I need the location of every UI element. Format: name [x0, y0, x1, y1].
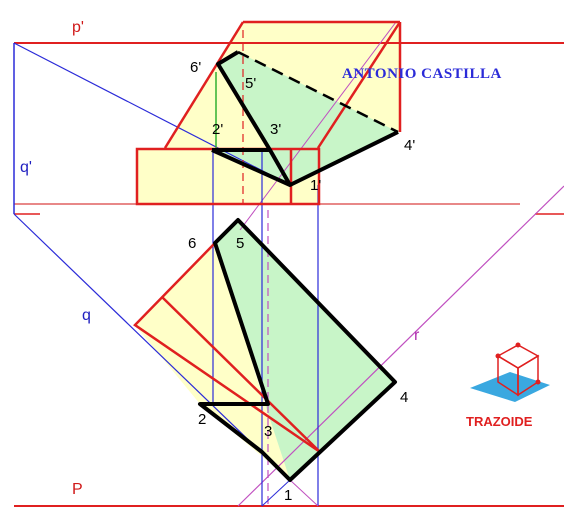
vertex-label-1: 1	[284, 487, 292, 504]
author-credit: ANTONIO CASTILLA	[342, 66, 502, 82]
prism-left-slant	[163, 21, 245, 149]
logo-dot	[495, 353, 501, 359]
trace-r-upper	[239, 21, 397, 231]
label-r: r	[414, 327, 420, 344]
lower-section-fill	[215, 220, 395, 480]
logo-base	[470, 372, 550, 402]
label-q-prime: q'	[20, 159, 32, 176]
trazoide-logo	[495, 342, 541, 397]
label-p-prime: p'	[72, 19, 84, 36]
label-q: q	[82, 307, 91, 324]
red-outlines	[133, 20, 402, 454]
brand-name: TRAZOIDE	[466, 414, 533, 429]
trace-r	[237, 185, 564, 507]
vertex-label-4-prime: 4'	[404, 137, 415, 154]
logo-cube-top	[496, 344, 540, 369]
vertex-label-6: 6	[188, 235, 196, 252]
vertex-label-6-prime: 6'	[190, 59, 201, 76]
vertex-label-2: 2	[198, 411, 206, 428]
vertex-label-1-prime: 1'	[310, 177, 321, 194]
logo-dot	[515, 342, 521, 348]
trace-q-upper	[13, 42, 291, 186]
lower-section-outline	[198, 218, 397, 482]
vertex-label-3-prime: 3'	[270, 121, 281, 138]
vertex-label-4: 4	[400, 389, 408, 406]
line-1-right	[289, 479, 319, 507]
prism-inner-slant	[316, 21, 402, 149]
label-p: P	[72, 481, 83, 498]
section-outlines	[198, 50, 399, 482]
lower-plan-inner	[161, 296, 321, 453]
vertex-label-2-prime: 2'	[212, 121, 223, 138]
upper-section-outline-a	[212, 50, 272, 152]
labels: ANTONIO CASTILLA TRAZOIDE p' q' q r P 6'…	[20, 19, 533, 504]
line-1-left	[261, 479, 291, 507]
lower-plan-outline	[133, 242, 321, 454]
logo-dot	[535, 379, 541, 385]
upper-section-dashed	[237, 50, 399, 134]
vertex-label-5-prime: 5'	[245, 75, 256, 92]
vertex-label-3: 3	[264, 423, 272, 440]
upper-section-3-1	[268, 149, 292, 186]
vertex-label-5: 5	[236, 235, 244, 252]
